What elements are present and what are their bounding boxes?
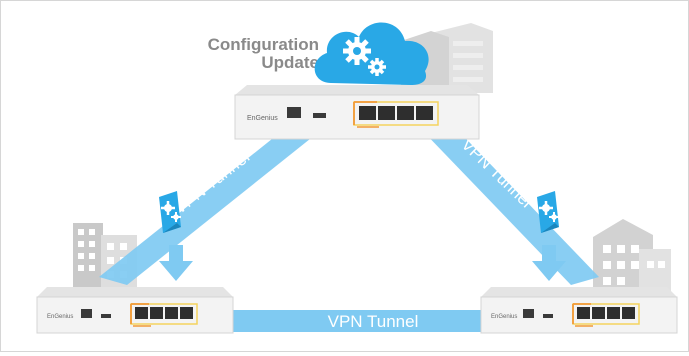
device-left: EnGenius	[36, 287, 234, 334]
usb-port	[543, 314, 553, 318]
house-building-icon	[593, 219, 671, 291]
ethernet-ports	[577, 307, 635, 319]
ethernet-ports	[135, 307, 193, 319]
gear-icon	[368, 58, 386, 76]
console-port	[287, 107, 301, 118]
device-top: EnGenius	[234, 85, 480, 140]
gear-icon	[343, 37, 371, 65]
config-file-gears-icon	[537, 191, 559, 233]
console-port	[81, 309, 92, 318]
vpn-tunnel-bottom-label: VPN Tunnel	[328, 312, 419, 331]
device-top-brand: EnGenius	[247, 115, 278, 122]
usb-port	[313, 113, 326, 118]
vpn-tunnel-left: VPN Tunnel	[99, 119, 325, 285]
vpn-tunnel-bottom: VPN Tunnel	[227, 310, 489, 332]
config-title-line2: Update	[261, 53, 319, 72]
config-file-gears-icon	[159, 191, 181, 233]
down-arrow-icon	[159, 245, 193, 281]
console-port	[523, 309, 534, 318]
down-arrow-icon	[532, 245, 566, 281]
config-title-line1: Configuration	[208, 35, 319, 54]
vpn-tunnel-right: VPN Tunnel	[419, 119, 599, 285]
cloud-gears-icon	[314, 22, 429, 85]
device-right: EnGenius	[480, 287, 678, 334]
ethernet-ports	[359, 106, 433, 120]
device-right-brand: EnGenius	[491, 314, 517, 320]
usb-port	[101, 314, 111, 318]
device-left-brand: EnGenius	[47, 314, 73, 320]
